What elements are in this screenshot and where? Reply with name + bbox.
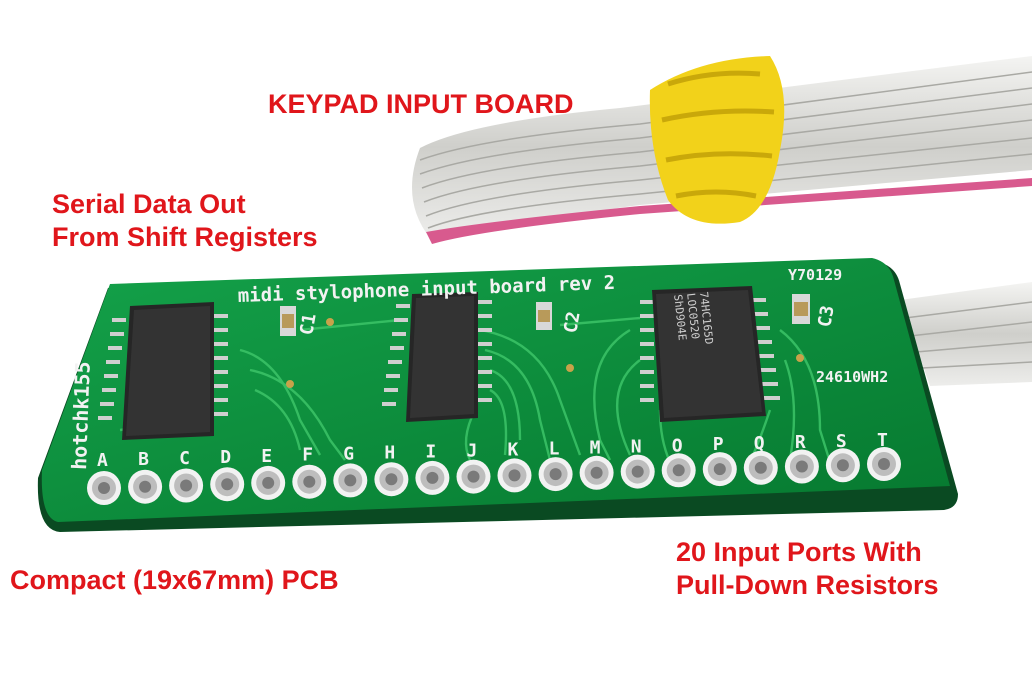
input-pad-j: [456, 459, 491, 494]
caption-ports-line-1: 20 Input Ports With: [676, 537, 922, 567]
port-letter-row: A B C D E F G H I J K L M N O P Q R S T: [97, 430, 888, 471]
chip-marking-line-2: LOC0520: [684, 292, 702, 339]
caption-input-ports: 20 Input Ports With Pull-Down Resistors: [676, 536, 939, 602]
shift-register-ic-1: [98, 302, 228, 440]
input-pad-g: [333, 463, 368, 498]
input-pad-l: [538, 457, 573, 492]
port-letter-b: B: [138, 449, 149, 470]
capacitor-c1: [280, 306, 296, 336]
input-pad-m: [579, 455, 614, 490]
chip-marking-line-3: ShD904E: [671, 294, 689, 341]
input-pad-k: [497, 458, 532, 493]
input-pad-h: [374, 462, 409, 497]
caption-keypad-text: KEYPAD INPUT BOARD: [268, 89, 574, 119]
port-letter-c: C: [179, 448, 190, 469]
port-letter-g: G: [343, 444, 354, 465]
caption-compact-text: Compact (19x67mm) PCB: [10, 565, 339, 595]
input-pad-n: [620, 454, 655, 489]
cap-label-c1: C1: [296, 312, 320, 337]
port-letter-q: Q: [754, 433, 765, 454]
port-letter-f: F: [302, 445, 313, 466]
caption-compact-pcb: Compact (19x67mm) PCB: [10, 564, 339, 597]
input-pad-a: [87, 471, 121, 505]
input-pad-d: [210, 467, 245, 502]
caption-serial-line-2: From Shift Registers: [52, 222, 318, 252]
capacitor-c2: [536, 302, 552, 330]
caption-ports-line-2: Pull-Down Resistors: [676, 570, 939, 600]
rubber-band: [649, 56, 785, 224]
port-letter-m: M: [590, 437, 601, 458]
shift-register-ic-2: [382, 292, 492, 422]
shift-register-ic-3: 74HC165D LOC0520 ShD904E: [640, 286, 780, 422]
port-letter-h: H: [384, 443, 395, 464]
port-letter-k: K: [508, 440, 519, 461]
port-pad-row: [87, 447, 901, 505]
caption-serial-line-1: Serial Data Out: [52, 189, 246, 219]
cap-label-c3: C3: [814, 304, 838, 329]
caption-serial-data-out: Serial Data Out From Shift Registers: [52, 188, 318, 254]
lot-code-silkscreen: 24610WH2: [816, 368, 888, 386]
capacitor-c3: [792, 294, 810, 324]
port-letter-o: O: [672, 435, 683, 456]
input-pad-p: [702, 452, 737, 487]
input-pad-e: [251, 465, 286, 500]
caption-keypad-input-board: KEYPAD INPUT BOARD: [268, 88, 574, 121]
port-letter-n: N: [631, 436, 642, 457]
port-letter-r: R: [795, 432, 806, 453]
cap-label-c2: C2: [560, 310, 584, 335]
input-pad-i: [415, 460, 450, 495]
port-letter-t: T: [877, 430, 888, 451]
input-pad-b: [128, 469, 163, 504]
port-letter-d: D: [220, 447, 231, 468]
input-pad-o: [661, 453, 696, 488]
input-pad-r: [784, 449, 819, 484]
port-letter-i: I: [425, 442, 436, 463]
author-silkscreen: hotchk155: [67, 361, 95, 470]
input-pad-c: [169, 468, 204, 503]
port-letter-p: P: [713, 434, 724, 455]
input-pad-f: [292, 464, 327, 499]
port-letter-e: E: [261, 446, 272, 467]
input-pad-s: [825, 448, 860, 483]
chip-marking-line-1: 74HC165D: [697, 291, 715, 345]
port-letter-l: L: [549, 438, 560, 459]
input-pad-q: [743, 450, 778, 485]
input-pad-t: [867, 447, 901, 481]
port-letter-s: S: [836, 431, 847, 452]
port-letter-j: J: [467, 441, 478, 462]
ribbon-cable-side: [900, 282, 1032, 386]
port-letter-a: A: [97, 450, 108, 471]
date-code-silkscreen: Y70129: [788, 266, 842, 284]
